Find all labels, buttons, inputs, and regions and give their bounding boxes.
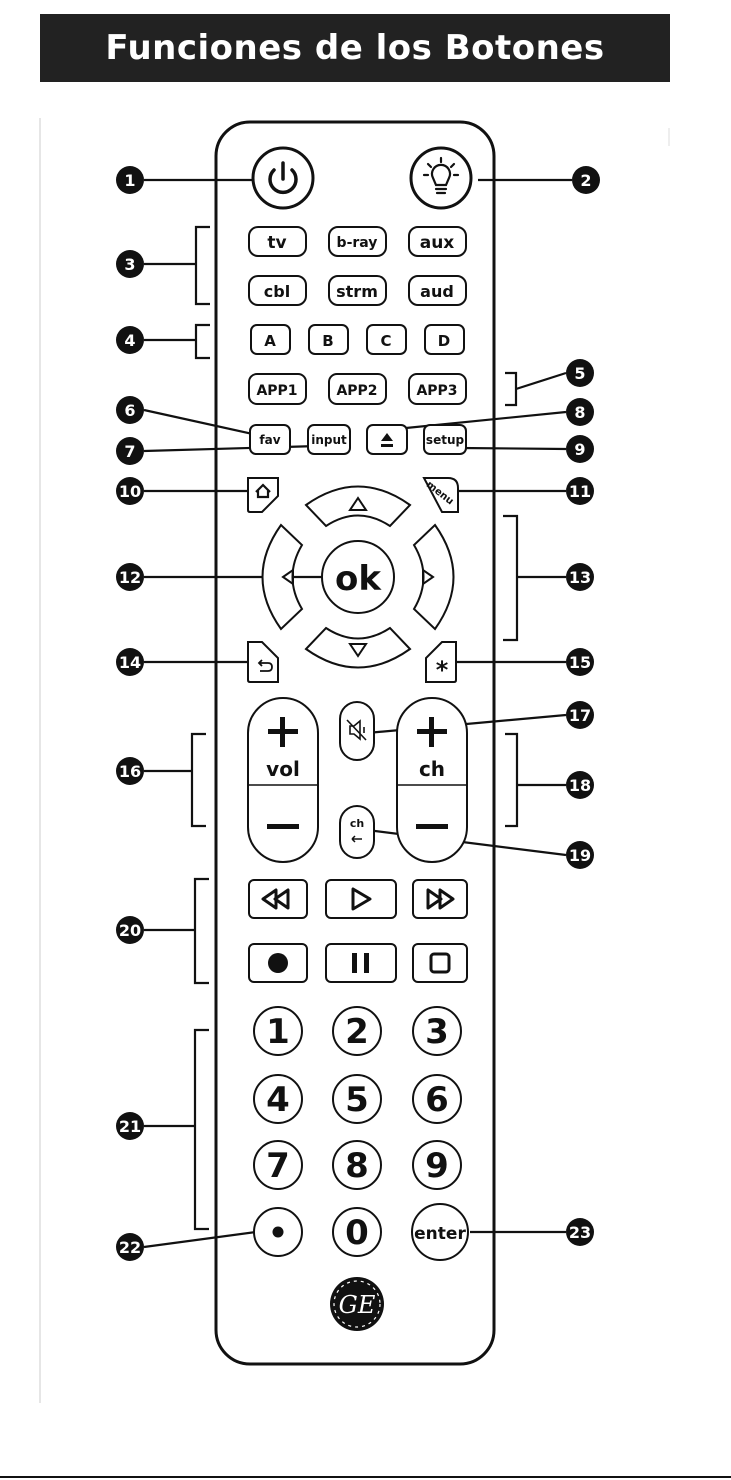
app3-label: APP3 bbox=[416, 383, 457, 399]
svg-text:20: 20 bbox=[119, 921, 141, 940]
fav-label: fav bbox=[259, 433, 280, 447]
channel-down-icon bbox=[416, 824, 448, 829]
input-label: input bbox=[311, 433, 347, 447]
ch-label: ch bbox=[419, 757, 445, 781]
ok-label: ok bbox=[335, 559, 382, 599]
svg-text:5: 5 bbox=[574, 364, 585, 383]
asterisk-icon: * bbox=[436, 656, 449, 684]
digit-0-label: 0 bbox=[345, 1213, 369, 1253]
svg-text:10: 10 bbox=[119, 482, 141, 501]
swap-label: ch bbox=[350, 817, 364, 830]
svg-text:15: 15 bbox=[569, 653, 591, 672]
svg-text:7: 7 bbox=[124, 442, 135, 461]
dot-icon bbox=[273, 1227, 284, 1238]
app2-label: APP2 bbox=[336, 383, 377, 399]
svg-text:16: 16 bbox=[119, 762, 141, 781]
bray-label: b-ray bbox=[337, 235, 378, 251]
svg-text:12: 12 bbox=[119, 568, 141, 587]
digit-4-label: 4 bbox=[266, 1080, 290, 1120]
setup-label: setup bbox=[426, 433, 465, 447]
a-label: A bbox=[264, 332, 276, 350]
rewind-button[interactable] bbox=[249, 880, 307, 918]
pause-button[interactable] bbox=[326, 944, 396, 982]
svg-text:23: 23 bbox=[569, 1223, 591, 1242]
svg-text:11: 11 bbox=[569, 482, 591, 501]
svg-text:21: 21 bbox=[119, 1117, 141, 1136]
swap-button[interactable] bbox=[340, 806, 374, 858]
svg-text:1: 1 bbox=[124, 171, 135, 190]
vol-label: vol bbox=[266, 757, 300, 781]
svg-text:18: 18 bbox=[569, 776, 591, 795]
digit-1-label: 1 bbox=[266, 1012, 290, 1052]
digit-9-label: 9 bbox=[425, 1146, 449, 1186]
svg-text:13: 13 bbox=[569, 568, 591, 587]
svg-text:19: 19 bbox=[569, 846, 591, 865]
aud-label: aud bbox=[420, 282, 454, 301]
digit-2-label: 2 bbox=[345, 1012, 369, 1052]
svg-text:8: 8 bbox=[574, 403, 585, 422]
svg-text:4: 4 bbox=[124, 331, 135, 350]
svg-text:2: 2 bbox=[580, 171, 591, 190]
record-icon bbox=[268, 953, 288, 973]
enter-label: enter bbox=[414, 1224, 466, 1244]
d-label: D bbox=[438, 332, 450, 350]
digit-8-label: 8 bbox=[345, 1146, 369, 1186]
svg-text:17: 17 bbox=[569, 706, 591, 725]
strm-label: strm bbox=[336, 282, 378, 301]
digit-6-label: 6 bbox=[425, 1080, 449, 1120]
app-buttons: APP1 APP2 APP3 bbox=[249, 374, 466, 404]
cbl-label: cbl bbox=[264, 282, 290, 301]
ge-logo-text: GE bbox=[339, 1291, 376, 1319]
svg-text:6: 6 bbox=[124, 401, 135, 420]
svg-text:9: 9 bbox=[574, 440, 585, 459]
play-button[interactable] bbox=[326, 880, 396, 918]
svg-text:22: 22 bbox=[119, 1238, 141, 1257]
c-label: C bbox=[380, 332, 391, 350]
svg-text:3: 3 bbox=[124, 255, 135, 274]
b-label: B bbox=[322, 332, 333, 350]
stop-button[interactable] bbox=[413, 944, 467, 982]
aux-label: aux bbox=[420, 233, 455, 253]
tv-label: tv bbox=[267, 233, 286, 253]
bottom-rule bbox=[0, 1476, 731, 1478]
app1-label: APP1 bbox=[256, 383, 297, 399]
volume-down-icon bbox=[267, 824, 299, 829]
digit-7-label: 7 bbox=[266, 1146, 290, 1186]
digit-5-label: 5 bbox=[345, 1080, 369, 1120]
svg-text:14: 14 bbox=[119, 653, 141, 672]
digit-3-label: 3 bbox=[425, 1012, 449, 1052]
